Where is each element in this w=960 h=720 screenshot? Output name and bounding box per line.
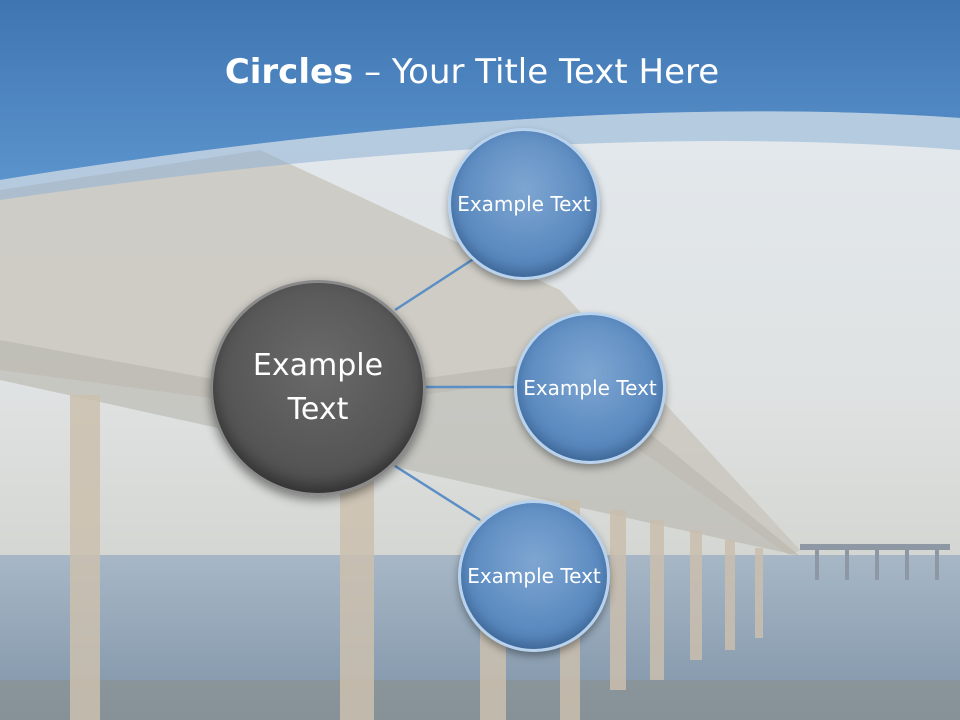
center-label: Example Text xyxy=(252,348,384,427)
node-label-1: Example Text xyxy=(457,192,591,216)
center-circle[interactable]: Example Text xyxy=(210,280,426,496)
header-band xyxy=(0,0,960,180)
title-rest: – Your Title Text Here xyxy=(353,52,720,92)
connector-3 xyxy=(394,464,481,522)
title-bold: Circles xyxy=(224,52,354,92)
node-circle-3[interactable]: Example Text xyxy=(458,500,610,652)
connector-1 xyxy=(394,256,476,312)
node-circle-1[interactable]: Example Text xyxy=(448,128,600,280)
node-label-3: Example Text xyxy=(467,564,601,588)
node-label-2: Example Text xyxy=(523,376,657,400)
distant-pier xyxy=(800,544,950,580)
node-circle-2[interactable]: Example Text xyxy=(514,312,666,464)
slide-title: Circles – Your Title Text Here xyxy=(0,52,944,92)
header-arc xyxy=(0,111,960,200)
